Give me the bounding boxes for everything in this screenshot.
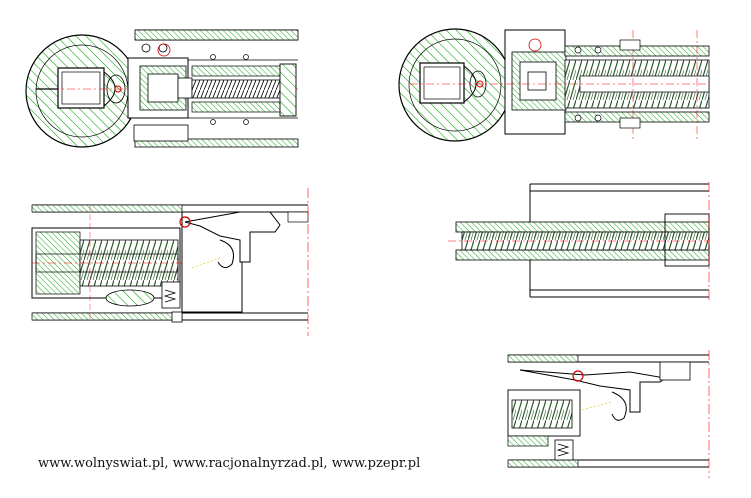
view-middle-left (31, 188, 309, 336)
view-top-right (398, 28, 710, 142)
view-top-left (25, 29, 299, 148)
footer-credits: www.wolnyswiat.pl, www.racjonalnyrzad.pl… (38, 456, 420, 471)
view-bottom-right (507, 350, 710, 478)
view-middle-right (448, 182, 710, 300)
